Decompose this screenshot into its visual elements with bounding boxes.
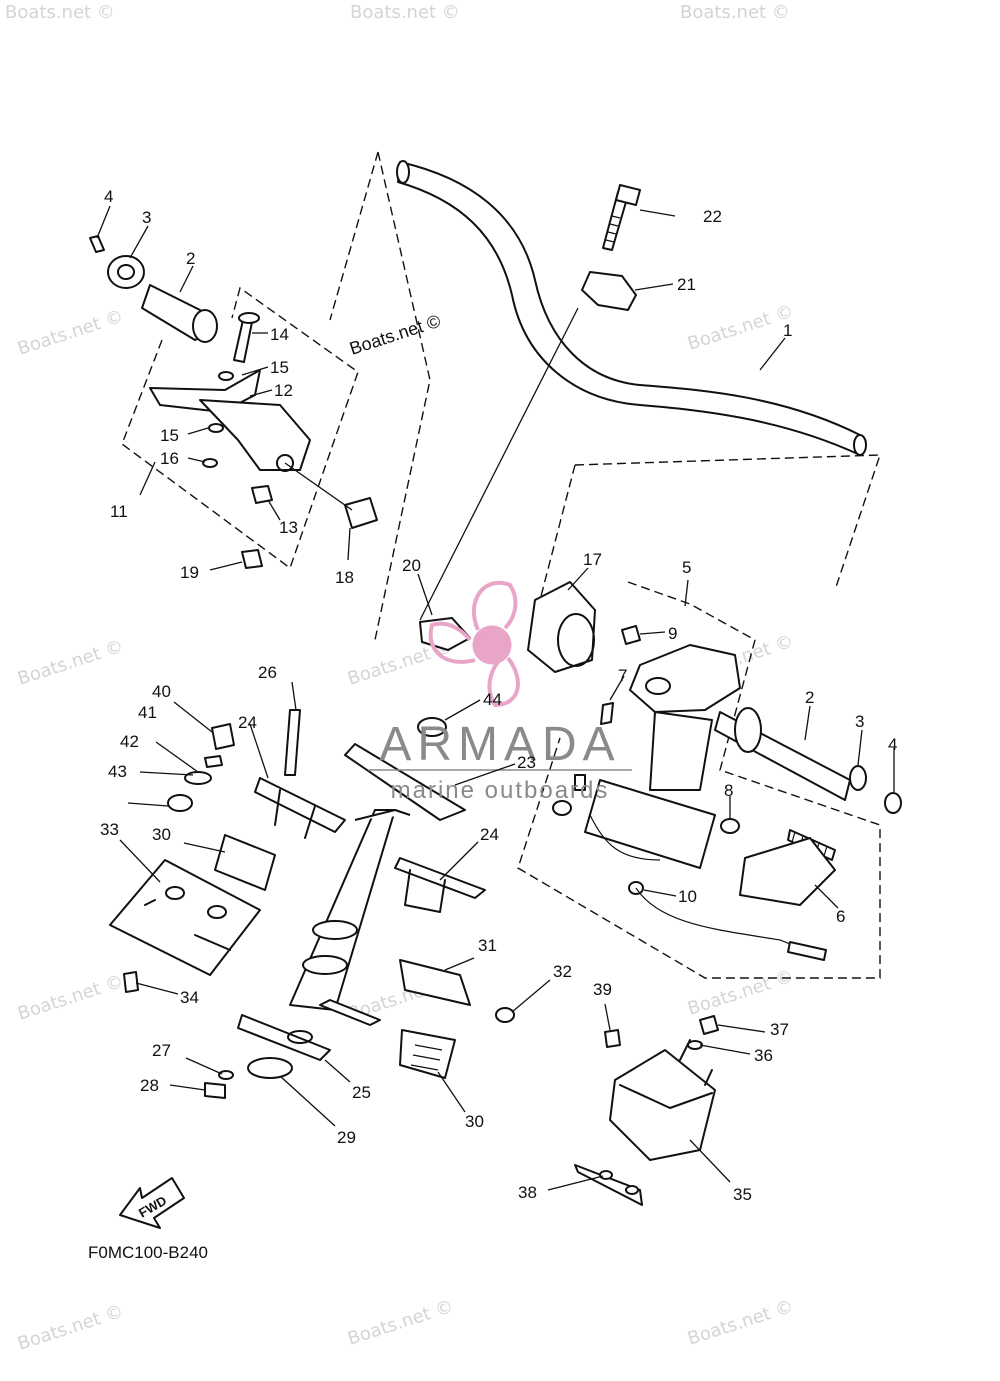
callout-label: 33 <box>100 820 119 839</box>
callout-label: 5 <box>682 558 691 577</box>
callout-label: 22 <box>703 207 722 226</box>
fwd-arrow: FWD <box>119 1177 185 1229</box>
steering-column <box>289 617 471 1026</box>
callout-label: 3 <box>855 712 864 731</box>
propeller-logo-icon <box>472 625 512 665</box>
column-clamps <box>204 834 515 1099</box>
callout-labels: 4 3 2 14 15 12 15 16 11 13 19 18 22 21 1… <box>100 187 897 1204</box>
callout-label: 12 <box>274 381 293 400</box>
callout-label: 7 <box>618 666 627 685</box>
callout-label: 15 <box>160 426 179 445</box>
callout-label: 4 <box>104 187 113 206</box>
callout-label: 8 <box>724 781 733 800</box>
callout-label: 25 <box>352 1083 371 1102</box>
callout-label: 19 <box>180 563 199 582</box>
callout-label: 15 <box>270 358 289 377</box>
callout-label: 31 <box>478 936 497 955</box>
callout-label: 17 <box>583 550 602 569</box>
callout-label: 10 <box>678 887 697 906</box>
callout-label: 30 <box>465 1112 484 1131</box>
callout-label: 14 <box>270 325 289 344</box>
starter-relay <box>574 1015 719 1206</box>
handlebar <box>329 151 881 641</box>
callout-label: 29 <box>337 1128 356 1147</box>
callout-label: 2 <box>186 249 195 268</box>
callout-label: 37 <box>770 1020 789 1039</box>
throttle-lever-assembly <box>89 235 378 570</box>
brand-name: ARMADA <box>379 718 620 771</box>
callout-label: 41 <box>138 703 157 722</box>
callout-label: 27 <box>152 1041 171 1060</box>
switch-assembly <box>517 581 902 979</box>
watermark: Boats.net © <box>350 2 460 23</box>
callout-label: 16 <box>160 449 179 468</box>
callout-label: 32 <box>553 962 572 981</box>
callout-label: 43 <box>108 762 127 781</box>
handlebar-clamp <box>419 184 641 621</box>
watermark: Boats.net © <box>15 971 126 1025</box>
callout-label: 35 <box>733 1185 752 1204</box>
watermark: Boats.net © <box>15 636 126 690</box>
drawing-code: F0MC100-B240 <box>88 1243 208 1262</box>
holders <box>254 709 486 913</box>
callout-label: 38 <box>518 1183 537 1202</box>
callout-label: 34 <box>180 988 199 1007</box>
callout-label: 36 <box>754 1046 773 1065</box>
callout-label: 13 <box>279 518 298 537</box>
callout-label: 1 <box>783 321 792 340</box>
watermark: Boats.net © <box>685 966 796 1020</box>
callout-label: 39 <box>593 980 612 999</box>
watermark: Boats.net © <box>5 2 115 23</box>
leader-lines <box>96 205 895 1191</box>
watermark: Boats.net © <box>345 1296 456 1350</box>
brand-logo: ARMADA marine outboards <box>368 580 632 804</box>
callout-label: 11 <box>110 502 128 521</box>
callout-label: 24 <box>238 713 257 732</box>
watermark: Boats.net © <box>15 306 126 360</box>
callout-label: 44 <box>483 690 502 709</box>
watermark: Boats.net © <box>15 1301 126 1355</box>
callout-label: 28 <box>140 1076 159 1095</box>
callout-label: 40 <box>152 682 171 701</box>
callout-label: 42 <box>120 732 139 751</box>
diagram-copyright: Boats.net © <box>347 311 443 359</box>
callout-label: 24 <box>480 825 499 844</box>
callout-label: 23 <box>517 753 536 772</box>
mounting-plate <box>109 859 261 993</box>
callout-label: 18 <box>335 568 354 587</box>
callout-label: 9 <box>668 624 677 643</box>
callout-label: 4 <box>888 735 897 754</box>
brand-tagline: marine outboards <box>391 777 610 804</box>
watermark: Boats.net © <box>685 301 796 355</box>
callout-label: 21 <box>677 275 696 294</box>
watermark: Boats.net © <box>680 2 790 23</box>
callout-label: 2 <box>805 688 814 707</box>
watermark: Boats.net © <box>685 1296 796 1350</box>
hinge-hardware <box>167 723 235 812</box>
callout-label: 6 <box>836 907 845 926</box>
callout-label: 30 <box>152 825 171 844</box>
callout-label: 3 <box>142 208 151 227</box>
callout-label: 20 <box>402 556 421 575</box>
callout-label: 26 <box>258 663 277 682</box>
